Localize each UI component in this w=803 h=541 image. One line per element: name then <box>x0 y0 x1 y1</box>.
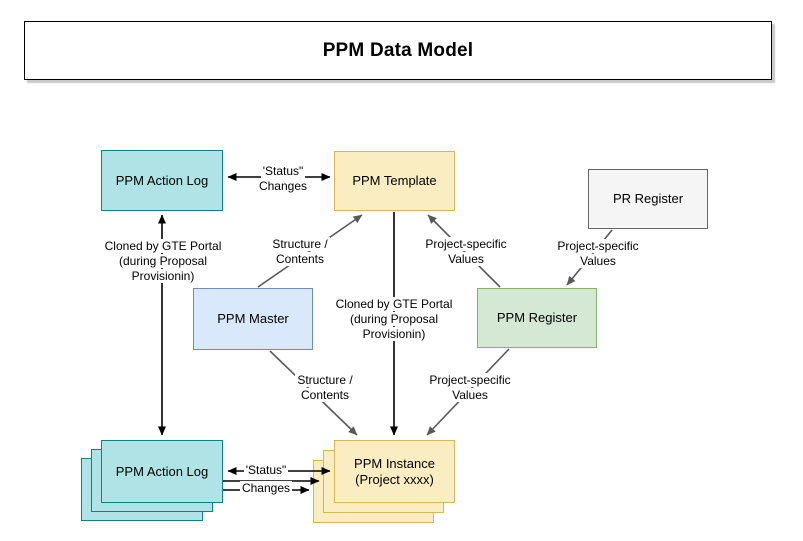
node-pr-register: PR Register <box>588 169 708 229</box>
diagram-title: PPM Data Model <box>322 39 474 61</box>
title-box: PPM Data Model <box>24 21 772 80</box>
node-ppm-master: PPM Master <box>193 288 313 350</box>
node-ppm-instance: PPM Instance (Project xxxx) <box>334 440 455 503</box>
edge-label-structure-bottom: Structure / Contents <box>295 373 355 402</box>
node-label: PPM Template <box>352 173 437 188</box>
node-ppm-template: PPM Template <box>334 151 455 211</box>
edge-label-projspec-instance: Project-specific Values <box>427 373 513 402</box>
node-ppm-register: PPM Register <box>477 288 597 348</box>
node-label: PPM Register <box>496 310 578 325</box>
node-label: PPM Instance (Project xxxx) <box>354 455 435 487</box>
edge-label-status-bottom: 'Status" Changes <box>239 463 293 495</box>
edge-label-cloned-left: Cloned by GTE Portal (during Proposal Pr… <box>102 239 224 283</box>
node-label: PPM Action Log <box>115 172 209 188</box>
edge-label-projspec-pr: Project-specific Values <box>555 239 641 268</box>
edge-label-structure-top: Structure / Contents <box>270 237 330 266</box>
edge-projspec-template <box>427 214 501 288</box>
node-ppm-action-log-bottom: PPM Action Log <box>101 440 223 503</box>
node-label: PPM Action Log <box>115 463 209 479</box>
node-label: PPM Master <box>217 311 289 326</box>
edge-label-status-top: 'Status" Changes <box>256 164 310 193</box>
node-ppm-action-log-top: PPM Action Log <box>101 150 223 211</box>
edge-structure-top <box>257 214 363 288</box>
node-label: PR Register <box>612 191 684 206</box>
edge-label-projspec-template: Project-specific Values <box>423 237 509 266</box>
edge-label-cloned-center: Cloned by GTE Portal (during Proposal Pr… <box>333 297 455 341</box>
